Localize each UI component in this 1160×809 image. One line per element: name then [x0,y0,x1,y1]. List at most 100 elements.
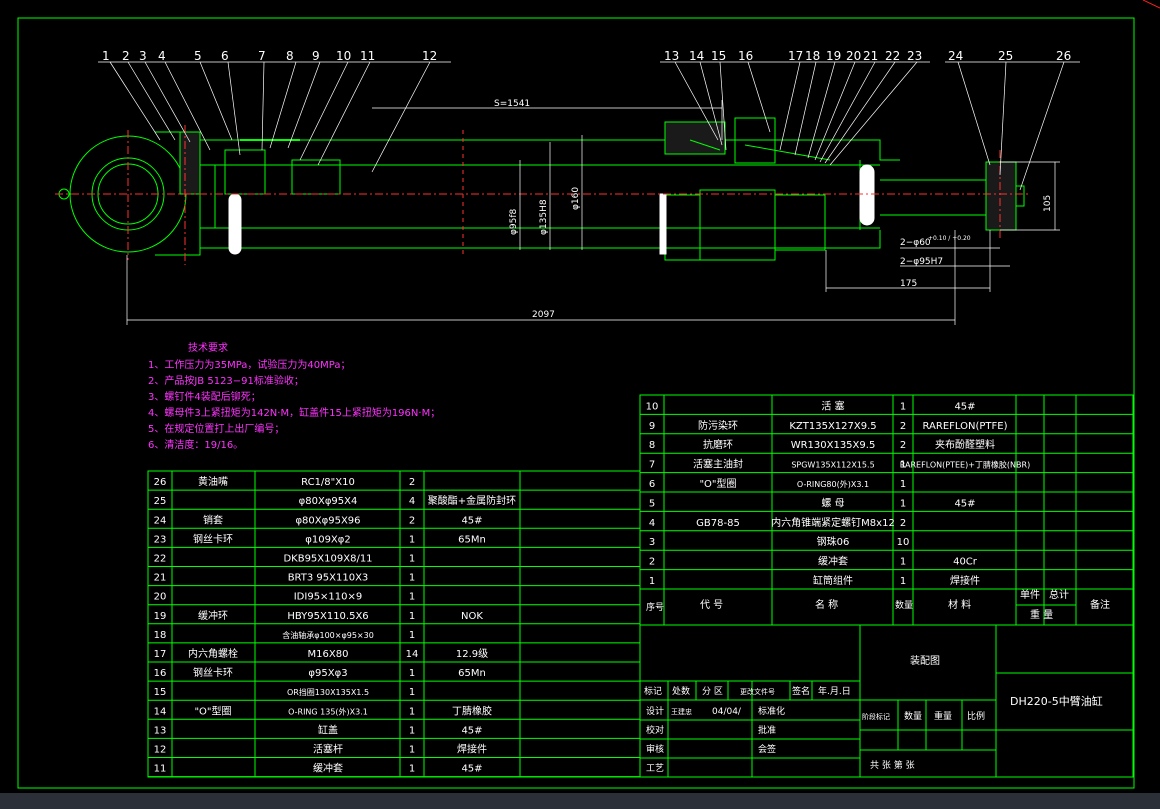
balloon-18: 18 [805,49,820,63]
bom-header-code: 代 号 [700,599,723,611]
bom-left-cell: 2 [409,477,415,488]
dim-stroke: S=1541 [494,99,530,109]
bom-left-cell: 丁腈橡胶 [452,704,492,717]
balloon-17: 17 [788,49,803,63]
bom-right-cell: 1 [900,401,906,412]
technical-notes: 技术要求 1、工作压力为35MPa，试验压力为40MPa； 2、产品按JB 51… [148,341,440,451]
bom-header-total: 总计 [1049,588,1069,601]
bom-right-cell: 螺 母 [821,497,844,509]
bom-left-cell: M16X80 [308,649,349,660]
balloon-24: 24 [948,49,963,63]
balloon-3: 3 [139,49,147,63]
balloon-10: 10 [336,49,351,63]
balloon-4: 4 [158,49,166,63]
centerlines [55,125,1030,265]
tb-process: 工艺 [646,763,664,774]
balloon-26: 26 [1056,49,1071,63]
tb-weight: 重量 [934,710,952,722]
bom-left-cell: 22 [154,554,167,565]
balloon-22: 22 [885,49,900,63]
bom-right-cell: 2 [900,440,906,451]
bom-left-cell: 缓冲套 [313,762,343,775]
bom-header-remark: 备注 [1090,598,1110,611]
tb-countersign: 会签 [758,743,776,755]
tb-scale: 比例 [967,710,985,722]
bom-left-cell: 19 [154,611,167,622]
bom-right-cell: 1 [900,557,906,568]
bom-left-cell: 销套 [203,513,223,526]
bom-right-cell: SPGW135X112X15.5 [791,461,874,470]
bom-left-cell: 缸盖 [318,723,338,736]
tb-change: 更改文件号 [740,687,775,696]
bom-right-cell: 4 [649,518,655,529]
bom-left-cell: 65Mn [458,668,486,679]
bom-left-cell: DKB95X109X8/11 [283,554,372,565]
bom-left-cell: 钢丝卡环 [193,666,233,679]
bom-right-cell: 45# [954,498,975,509]
bom-header-weight: 重 量 [1030,608,1053,621]
cylinder-assembly [58,117,1025,261]
bom-right-cell: 5 [649,498,655,509]
bom-right-cell: 夹布酚醛塑料 [935,438,995,451]
dim-105: 105 [1043,195,1053,212]
bom-left-cell: 65Mn [458,534,486,545]
bom-left-cell: O-RING 135(外)X3.1 [288,706,368,716]
balloon-5: 5 [194,49,202,63]
bom-header: 序号 代 号 名 称 数量 材 料 单件 总计 重 量 备注 [646,588,1110,621]
drawing-frame [17,17,1135,789]
dim-dia1: φ95f8 [509,208,519,235]
bom-right-cell: 2 [900,518,906,529]
bom-left-cell: 45# [461,725,482,736]
balloon-23: 23 [907,49,922,63]
balloon-13: 13 [664,49,679,63]
bottom-scrollbar[interactable] [0,793,1160,809]
bom-left-cell: 含油轴承φ100×φ95×30 [282,630,374,640]
bom-left-cell: 12.9级 [456,648,488,660]
balloon-6: 6 [221,49,229,63]
bom-right-cell: 40Cr [953,557,978,568]
tb-mark: 标记 [644,685,662,697]
bom-left-cell: 1 [409,764,415,775]
bom-right-cell: GB78-85 [696,518,740,529]
bom-left-cell: 聚酸酯+金属防封环 [428,494,516,507]
bom-left-cell: 1 [409,745,415,756]
tb-count: 处数 [672,685,690,697]
bom-right-cell: 活塞主油封 [693,458,743,471]
balloon-11: 11 [360,49,375,63]
bom-left-cell: φ80Xφ95X4 [299,496,358,507]
bom-left-cell: 1 [409,687,415,698]
bom-right-cell: 抗磨环 [703,438,733,451]
balloon-12: 12 [422,49,437,63]
bom-right-cell: 2 [649,557,655,568]
bom-left-cell: 1 [409,611,415,622]
bom-left-cell: 活塞杆 [313,743,343,756]
tb-date: 年.月.日 [818,685,851,697]
bom-left-cell: 钢丝卡环 [193,532,233,545]
bom-right-cell: 1 [900,576,906,587]
bom-left-cell: 14 [406,649,419,660]
dim-pin2: 2−φ95H7 [900,257,943,267]
bom-right-cell: "O"型圈 [699,477,736,490]
bom-left-cell: 内六角螺栓 [188,647,238,660]
tb-approve: 批准 [758,724,776,736]
bom-left-cell: IDI95×110×9 [294,592,363,603]
bom-left-cell: 14 [154,706,167,717]
bom-left-cell: 24 [154,515,167,526]
bom-left-cell: 1 [409,706,415,717]
dim-overall: 2097 [532,310,555,320]
bom-right-cell: WR130X135X9.5 [791,440,876,451]
bom-left-cell: φ109Xφ2 [305,534,351,545]
bom-header-name: 名 称 [815,598,838,611]
bom-right-cell: 防污染环 [698,419,738,432]
bom-right-cell: 10 [646,401,659,412]
bom-right-cell: 45# [954,401,975,412]
bom-left-cell: 20 [154,592,167,603]
bom-right-cell: 缓冲套 [818,555,848,568]
balloon-leaders [98,61,1080,191]
tb-stage: 阶段标记 [862,712,890,721]
bom-left-cell: 2 [409,515,415,526]
balloon-16: 16 [738,49,753,63]
bom-header-qty: 数量 [895,599,913,611]
bom-left-cell: 13 [154,725,167,736]
